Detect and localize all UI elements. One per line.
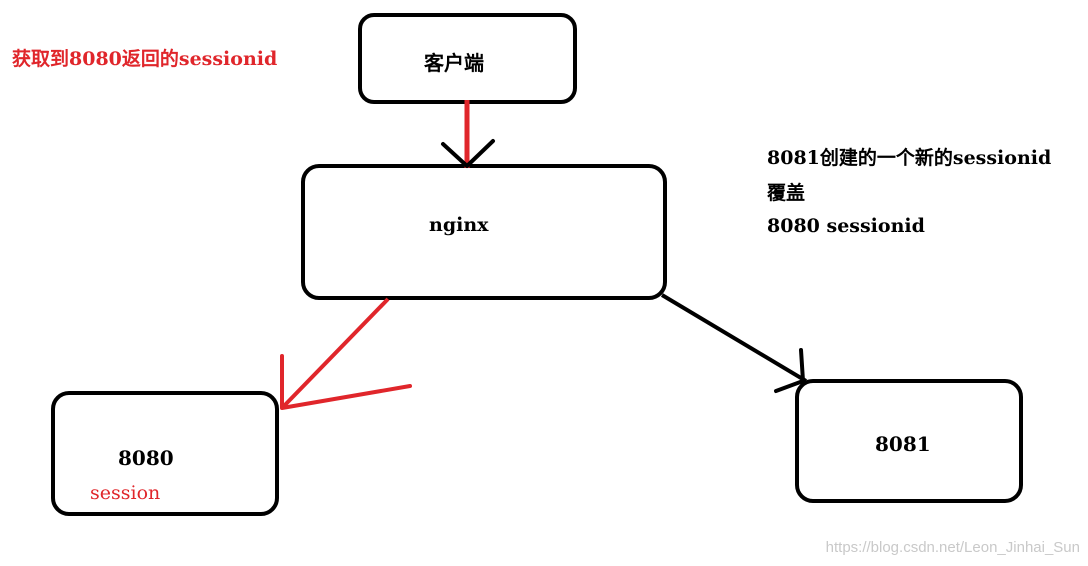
annotation-right-line1: 8081创建的一个新的sessionid [767,147,1052,169]
server-8080-box [51,391,279,516]
annotation-right-line2: 覆盖 [767,182,806,204]
annotation-right-line3: 8080 sessionid [767,215,925,237]
server-8081-label: 8081 [875,432,931,456]
nginx-label: nginx [429,214,489,236]
server-8081-box [795,379,1023,503]
nginx-to-8080-line [280,297,390,410]
client-to-nginx-arrowhead [441,139,495,168]
watermark: https://blog.csdn.net/Leon_Jinhai_Sun [825,539,1080,556]
server-8080-session-label: session [90,482,161,504]
nginx-box [301,164,667,300]
server-8080-label: 8080 [118,446,174,470]
annotation-left: 获取到8080返回的sessionid [12,48,278,70]
nginx-to-8080-arrowhead [280,354,412,410]
client-label: 客户端 [424,51,484,75]
nginx-to-8081-arrowhead [774,348,805,393]
nginx-to-8081-line [660,293,808,383]
